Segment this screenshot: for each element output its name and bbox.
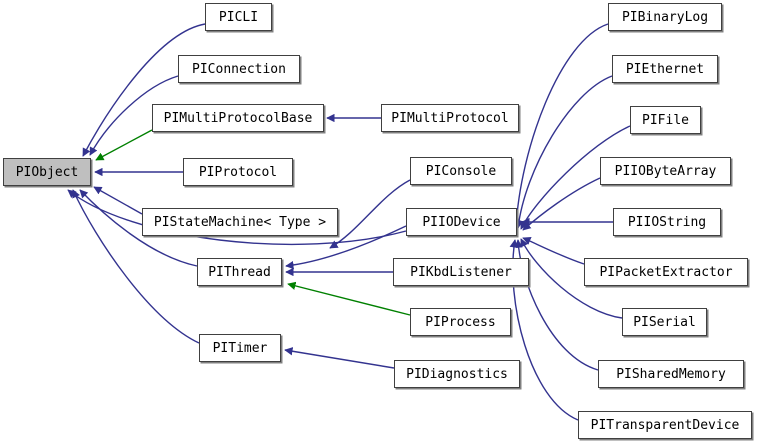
class-node-pifile[interactable]: PIFile <box>630 106 701 134</box>
class-node-piprocess[interactable]: PIProcess <box>410 308 511 336</box>
class-node-label: PIIOString <box>627 214 707 230</box>
class-node-piprotocol[interactable]: PIProtocol <box>183 158 293 186</box>
inheritance-edge <box>89 75 179 156</box>
class-node-piiostring[interactable]: PIIOString <box>613 208 721 236</box>
class-node-pithread[interactable]: PIThread <box>197 258 282 286</box>
class-node-label: PISharedMemory <box>616 366 726 382</box>
class-node-pibinarylog[interactable]: PIBinaryLog <box>608 3 722 31</box>
class-node-label: PIFile <box>642 112 689 128</box>
inheritance-edge <box>329 179 411 249</box>
class-node-piconnection[interactable]: PIConnection <box>178 55 300 83</box>
class-node-pitimer[interactable]: PITimer <box>199 334 281 362</box>
class-node-label: PITimer <box>212 340 268 356</box>
inheritance-edge <box>95 129 153 161</box>
class-node-label: PICLI <box>218 9 259 25</box>
class-node-label: PIDiagnostics <box>406 366 508 382</box>
class-node-label: PIMultiProtocolBase <box>163 110 313 126</box>
class-node-piobject[interactable]: PIObject <box>3 158 91 186</box>
class-node-label: PIKbdListener <box>410 264 512 280</box>
inheritance-edge <box>287 281 411 316</box>
class-node-piiobytearray[interactable]: PIIOByteArray <box>600 157 731 185</box>
inheritance-edge <box>67 189 407 246</box>
inheritance-edge <box>79 189 198 267</box>
class-node-pidiagnostics[interactable]: PIDiagnostics <box>394 360 520 388</box>
class-node-piethernet[interactable]: PIEthernet <box>612 55 718 83</box>
class-node-label: PIThread <box>208 264 271 280</box>
inheritance-edge <box>522 237 585 265</box>
inheritance-edge <box>93 186 143 215</box>
inheritance-edge <box>512 23 609 229</box>
class-node-pimultiprotocolbase[interactable]: PIMultiProtocolBase <box>152 104 324 132</box>
class-node-picli[interactable]: PICLI <box>205 3 272 31</box>
inheritance-edge <box>520 238 623 319</box>
class-node-label: PIPacketExtractor <box>599 264 733 280</box>
class-node-pitransparentdevice[interactable]: PITransparentDevice <box>578 411 752 439</box>
class-node-label: PIMultiProtocol <box>391 110 509 126</box>
inheritance-edge <box>285 225 407 270</box>
class-node-label: PIProcess <box>425 314 496 330</box>
class-node-label: PIEthernet <box>625 61 705 77</box>
class-node-piiodevice[interactable]: PIIODevice <box>406 208 517 236</box>
inheritance-edge <box>514 75 613 229</box>
class-node-label: PIObject <box>15 164 79 180</box>
class-node-label: PIConnection <box>192 61 286 77</box>
class-node-label: PIConsole <box>425 163 497 179</box>
class-node-label: PISerial <box>633 314 696 330</box>
inheritance-edge <box>72 189 200 344</box>
class-node-piserial[interactable]: PISerial <box>622 308 707 336</box>
inheritance-edge <box>82 23 206 157</box>
class-node-label: PIStateMachine< Type > <box>153 214 327 230</box>
class-node-pikbdlistener[interactable]: PIKbdListener <box>393 258 529 286</box>
inheritance-edge <box>284 347 395 369</box>
class-node-label: PIProtocol <box>198 164 278 180</box>
class-node-pisharedmemory[interactable]: PISharedMemory <box>598 360 744 388</box>
class-node-label: PIIOByteArray <box>614 163 717 179</box>
class-node-label: PITransparentDevice <box>590 417 740 433</box>
class-node-pipacketextractor[interactable]: PIPacketExtractor <box>584 258 748 286</box>
class-node-pistatemachine[interactable]: PIStateMachine< Type > <box>142 208 338 236</box>
class-node-pimultiprotocol[interactable]: PIMultiProtocol <box>381 104 519 132</box>
class-node-label: PIIODevice <box>422 214 501 230</box>
inheritance-edge <box>514 239 599 371</box>
class-node-label: PIBinaryLog <box>621 9 709 25</box>
class-node-piconsole[interactable]: PIConsole <box>410 157 512 185</box>
